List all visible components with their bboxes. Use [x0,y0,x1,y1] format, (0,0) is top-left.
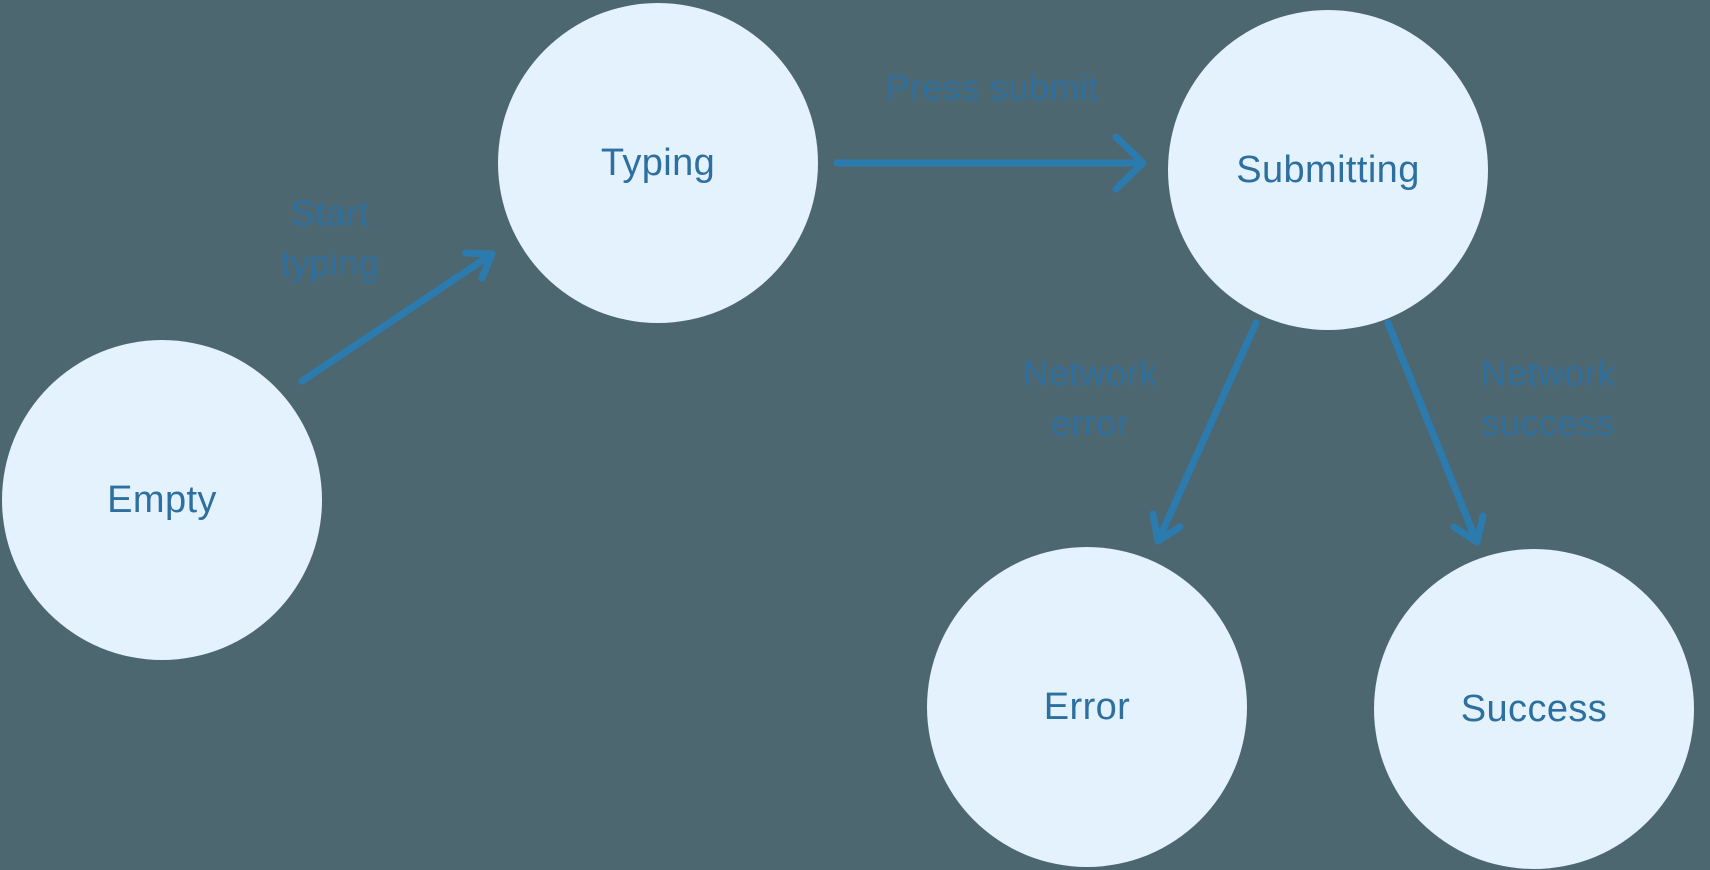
arrow-shaft [1155,319,1260,543]
edge-label-press-submit: Press submit [885,67,1099,109]
state-node-submitting: Submitting [1168,10,1488,330]
arrow-network-error-icon [1149,319,1260,545]
arrow-head [1149,510,1184,545]
arrow-head [462,249,496,282]
arrow-head [1450,512,1487,546]
arrow-shaft [298,252,493,385]
arrow-shaft [1384,319,1480,544]
state-label-success: Success [1460,687,1608,730]
edge-label-network-success: Network success [1480,352,1616,443]
state-node-error: Error [927,547,1247,867]
state-label-submitting: Submitting [1236,148,1420,191]
state-label-error: Error [1043,685,1131,728]
state-label-typing: Typing [600,141,716,184]
arrow-head [1112,133,1147,193]
state-node-success: Success [1374,549,1694,869]
state-label-empty: Empty [107,478,217,521]
edge-label-start-typing: Start typing [280,192,380,283]
state-node-typing: Typing [498,3,818,323]
edge-label-network-error: Network error [1022,352,1158,443]
state-node-empty: Empty [2,340,322,660]
arrow-network-success-icon [1384,319,1487,546]
arrow-press-submit-icon [833,133,1147,193]
arrow-start-typing-icon [298,249,496,385]
